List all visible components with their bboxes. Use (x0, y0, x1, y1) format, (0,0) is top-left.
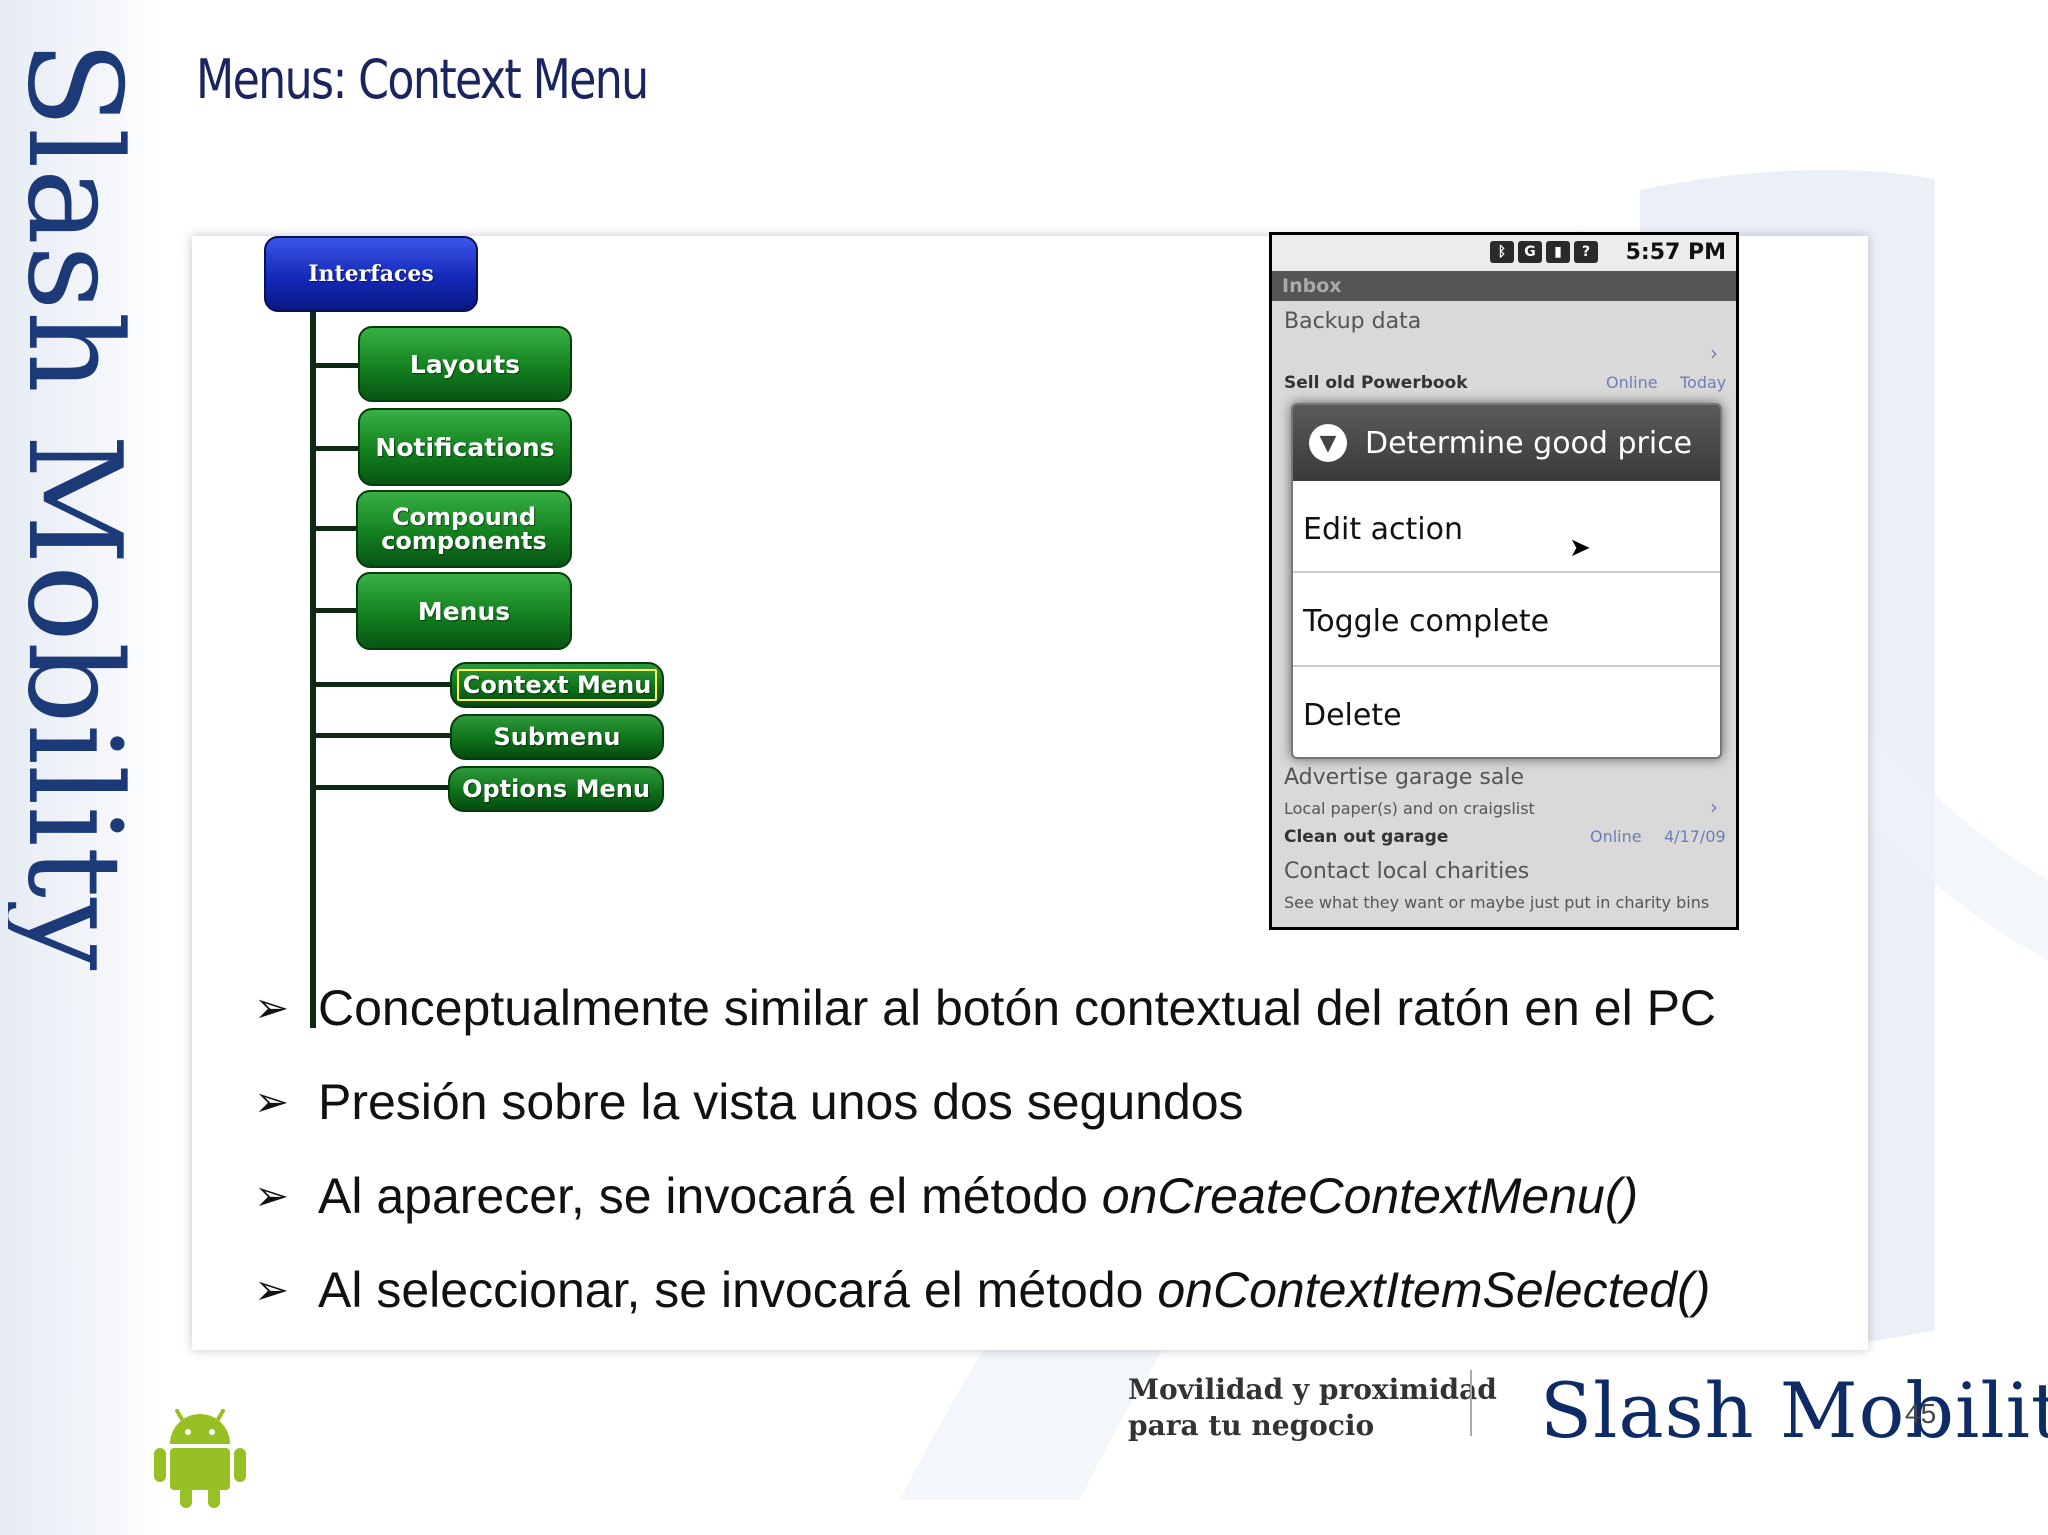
dropdown-circle-icon: ▼ (1309, 424, 1347, 462)
status-bar: ᛒ G ▮ ? 5:57 PM (1272, 235, 1736, 272)
tagline-line: para tu negocio (1128, 1409, 1375, 1442)
tree-branch (310, 682, 476, 687)
bullet-item: ➢ Presión sobre la vista unos dos segund… (254, 1070, 1716, 1164)
footer-divider (1470, 1370, 1472, 1436)
tree-branch (310, 608, 370, 613)
bullet-text: Al seleccionar, se invocará el método (318, 1262, 1158, 1318)
tree-node-label: Context Menu (456, 669, 658, 701)
list-item-backup[interactable]: Backup data (1284, 309, 1422, 334)
context-menu-item-delete[interactable]: Delete (1303, 697, 1402, 733)
bullet-text: Conceptualmente similar al botón context… (318, 980, 1717, 1036)
page-number: 45 (1905, 1398, 1937, 1429)
divider (1293, 571, 1720, 573)
tree-node-layouts: Layouts (358, 326, 572, 402)
list-subtext: See what they want or maybe just put in … (1284, 893, 1710, 912)
context-menu-item-toggle[interactable]: Toggle complete (1303, 603, 1550, 639)
slide-title: Menus: Context Menu (196, 48, 649, 111)
tree-node-options-menu: Options Menu (448, 766, 664, 812)
context-menu: ▼ Determine good price Edit action Toggl… (1291, 403, 1722, 759)
tree-trunk (310, 312, 316, 1028)
network-icon: G (1518, 241, 1542, 263)
footer-tagline: Movilidad y proximidad para tu negocio (1128, 1372, 1497, 1444)
side-brand-strip (0, 0, 160, 1535)
divider (1293, 665, 1720, 667)
bullet-item: ➢ Al seleccionar, se invocará el método … (254, 1258, 1716, 1352)
tree-branch (310, 526, 370, 531)
tagline-line: Movilidad y proximidad (1128, 1373, 1497, 1406)
tree-branch (310, 363, 370, 368)
list-item-sell[interactable]: Sell old Powerbook (1284, 373, 1468, 393)
context-menu-title: Determine good price (1365, 425, 1693, 461)
tree-node-label: Interfaces (308, 261, 434, 287)
bullet-item: ➢ Al aparecer, se invocará el método onC… (254, 1164, 1716, 1258)
status-time: 5:57 PM (1625, 240, 1726, 265)
tree-node-menus: Menus (356, 572, 572, 650)
tree-node-label: Layouts (409, 349, 521, 379)
signal-icon: ▮ (1546, 241, 1570, 263)
bullet-item: ➢ Conceptualmente similar al botón conte… (254, 976, 1716, 1070)
tree-node-submenu: Submenu (450, 714, 664, 760)
list-item-contact[interactable]: Contact local charities (1284, 859, 1530, 884)
android-phone-screenshot: ᛒ G ▮ ? 5:57 PM Inbox Backup data › Sell… (1269, 232, 1739, 930)
chevron-right-icon: › (1710, 795, 1718, 819)
tree-node-label: Options Menu (462, 775, 650, 803)
list-date: 4/17/09 (1664, 827, 1726, 846)
list-date: Today (1680, 373, 1727, 392)
tree-node-label: Menus (417, 596, 511, 626)
bluetooth-icon: ᛒ (1490, 241, 1514, 263)
bullet-text: Presión sobre la vista unos dos segundos (318, 1074, 1244, 1130)
arrow-bullet-icon: ➢ (254, 984, 290, 1031)
bullet-code: onCreateContextMenu() (1101, 1168, 1639, 1224)
context-menu-item-edit[interactable]: Edit action (1303, 511, 1463, 547)
list-item-clean[interactable]: Clean out garage (1284, 827, 1449, 847)
context-menu-header: ▼ Determine good price (1293, 405, 1720, 481)
arrow-bullet-icon: ➢ (254, 1172, 290, 1219)
list-subtext: Local paper(s) and on craigslist (1284, 799, 1535, 818)
tree-branch (310, 733, 476, 738)
inbox-header: Inbox (1272, 271, 1736, 301)
status-icons: ᛒ G ▮ ? (1490, 241, 1598, 263)
tree-branch (310, 446, 370, 451)
side-brand-logo: Slash Mobility (8, 30, 158, 1090)
interfaces-tree-diagram: Interfaces Layouts Notifications Compoun… (262, 236, 682, 1028)
tree-node-notifications: Notifications (358, 408, 572, 486)
bullet-code: onContextItemSelected() (1157, 1262, 1711, 1318)
list-item-advertise[interactable]: Advertise garage sale (1284, 765, 1525, 790)
tree-branch (310, 785, 476, 790)
arrow-bullet-icon: ➢ (254, 1266, 290, 1313)
tree-node-label: Compound components (381, 503, 547, 555)
tree-node-label: Notifications (375, 432, 555, 462)
list-status-online: Online (1590, 827, 1642, 846)
tree-node-label: Submenu (493, 723, 621, 751)
tree-node-compound-components: Compound components (356, 490, 572, 568)
bullet-list: ➢ Conceptualmente similar al botón conte… (254, 976, 1716, 1352)
mouse-cursor-icon: ➤ (1569, 533, 1591, 563)
list-status-online: Online (1606, 373, 1658, 392)
tree-node-interfaces: Interfaces (264, 236, 478, 312)
tree-node-context-menu: Context Menu (450, 662, 664, 708)
bullet-text: Al aparecer, se invocará el método (318, 1168, 1102, 1224)
arrow-bullet-icon: ➢ (254, 1078, 290, 1125)
battery-icon: ? (1574, 241, 1598, 263)
side-brand-text: Slash Mobility (8, 40, 148, 970)
chevron-right-icon: › (1710, 341, 1718, 365)
android-robot-icon (154, 1408, 246, 1508)
footer-brand-logo: Slash Mobility (1540, 1366, 2048, 1455)
